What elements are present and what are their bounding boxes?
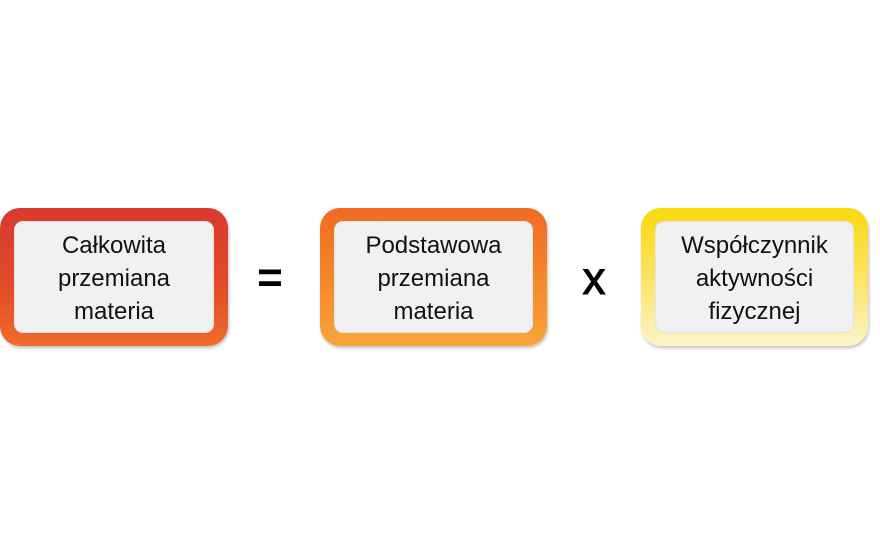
total-metabolism-inner: Całkowita przemiana materia [14,221,214,333]
total-metabolism-label: Całkowita przemiana materia [57,231,171,325]
basal-metabolism-box: Podstawowa przemiana materia [320,208,547,346]
equals-sign: = [257,253,283,302]
activity-factor-label: Współczynnik aktywności fizycznej [681,231,828,325]
activity-factor-inner: Współczynnik aktywności fizycznej [655,221,854,333]
basal-metabolism-label: Podstawowa przemiana materia [365,231,502,325]
basal-metabolism-inner: Podstawowa przemiana materia [334,221,533,333]
multiply-sign: x [582,252,606,305]
activity-factor-box: Współczynnik aktywności fizycznej [641,208,868,346]
total-metabolism-box: Całkowita przemiana materia [0,208,228,346]
